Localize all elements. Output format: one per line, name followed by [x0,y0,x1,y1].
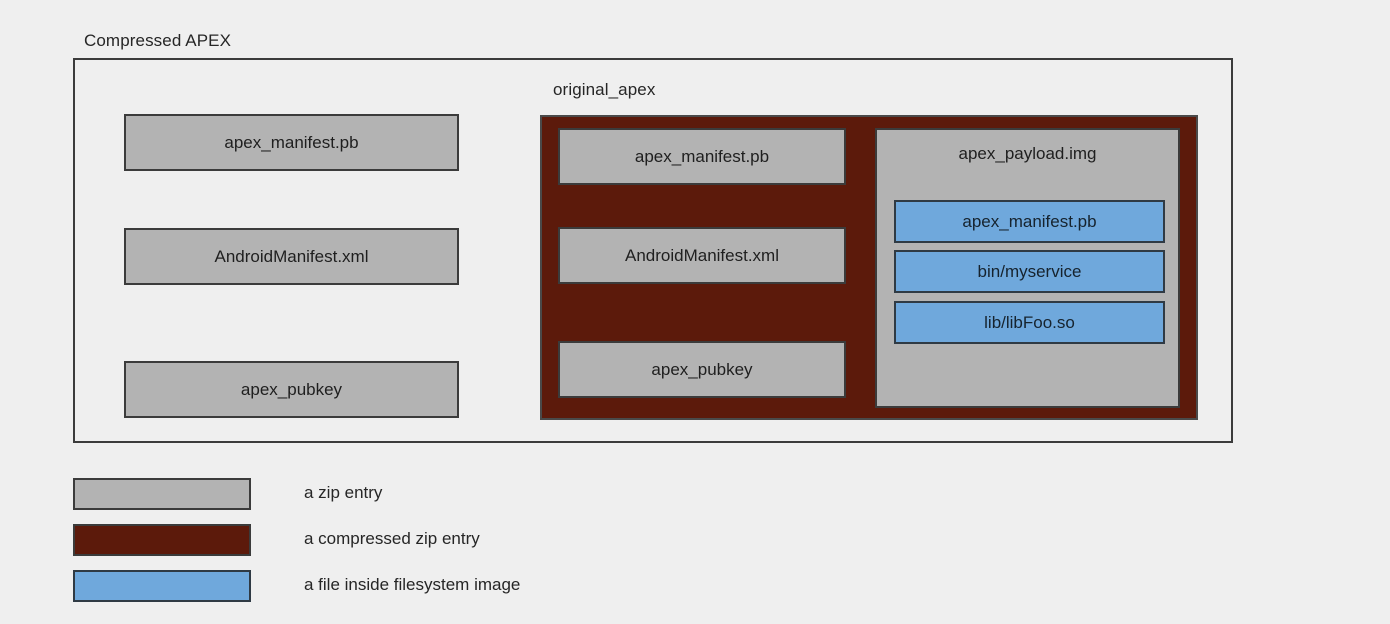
filesystem-file-lib-libfoo: lib/libFoo.so [894,301,1165,344]
zip-entry-apex-manifest-inner: apex_manifest.pb [558,128,846,185]
legend-label-zip-entry: a zip entry [304,483,383,502]
legend-swatch-filesystem-file [73,570,251,602]
legend-label-compressed-zip-entry: a compressed zip entry [304,529,480,548]
filesystem-file-bin-myservice: bin/myservice [894,250,1165,293]
legend-swatch-compressed-zip-entry [73,524,251,556]
zip-entry-apex-pubkey-outer: apex_pubkey [124,361,459,418]
filesystem-file-apex-manifest: apex_manifest.pb [894,200,1165,243]
compressed-apex-label: Compressed APEX [84,31,232,50]
zip-entry-android-manifest-outer: AndroidManifest.xml [124,228,459,285]
apex-payload-img-label: apex_payload.img [958,144,1097,163]
zip-entry-apex-pubkey-inner: apex_pubkey [558,341,846,398]
original-apex-label: original_apex [553,80,656,99]
legend-swatch-zip-entry [73,478,251,510]
apex-payload-img-container: apex_payload.img apex_manifest.pb bin/my… [875,128,1180,408]
zip-entry-apex-manifest-outer: apex_manifest.pb [124,114,459,171]
zip-entry-android-manifest-inner: AndroidManifest.xml [558,227,846,284]
legend-label-filesystem-file: a file inside filesystem image [304,575,521,594]
